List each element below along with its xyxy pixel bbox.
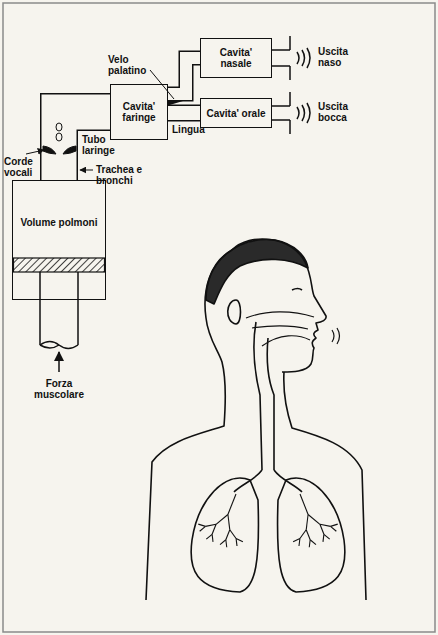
bronchus xyxy=(322,534,324,541)
bronchus xyxy=(324,534,330,539)
bronchus xyxy=(198,524,205,526)
bronchus xyxy=(308,514,320,524)
cavity-box: Cavita' orale xyxy=(200,98,272,128)
bronchus xyxy=(228,514,230,529)
bronchus xyxy=(306,514,308,529)
bronchus xyxy=(220,540,226,545)
head-illustration xyxy=(146,239,366,600)
tube-connector xyxy=(168,58,200,94)
output-label: Uscita naso xyxy=(318,46,362,68)
tube-wall xyxy=(168,58,200,94)
piston-rod xyxy=(40,272,78,349)
box-label: Volume polmoni xyxy=(20,217,97,228)
nose-exit xyxy=(272,36,310,80)
bronchus xyxy=(331,526,337,531)
bronchus xyxy=(200,526,206,531)
output-label: Uscita bocca xyxy=(318,101,362,123)
part-label: Trachea e bronchi xyxy=(96,164,148,186)
bronchus xyxy=(212,534,214,541)
velum-flap xyxy=(168,101,183,106)
part-label: Tubo laringe xyxy=(82,134,126,156)
part-label: Corde vocali xyxy=(4,156,40,178)
tube-bore xyxy=(168,58,200,94)
part-label: Lingua xyxy=(172,124,212,135)
bronchus xyxy=(206,534,212,539)
piston xyxy=(14,258,105,272)
bronchus xyxy=(320,524,324,534)
bronchus xyxy=(216,514,228,524)
leader-line xyxy=(80,170,93,171)
bronchus xyxy=(228,494,236,514)
bronchus xyxy=(300,494,308,514)
bronchus xyxy=(306,530,310,540)
force-arrow xyxy=(58,352,60,372)
bronchus xyxy=(236,538,243,541)
bronchus xyxy=(212,524,216,534)
bronchus xyxy=(205,524,216,526)
cavity-box: Cavita' faringe xyxy=(110,84,168,140)
bronchus xyxy=(320,524,331,526)
lung-volume-box: Volume polmoni xyxy=(12,180,106,300)
bronchus xyxy=(230,530,236,539)
leader-line xyxy=(26,150,44,154)
bronchus xyxy=(226,530,230,540)
page-frame xyxy=(3,3,435,632)
vocal-cords xyxy=(43,123,76,154)
part-label: Velo palatino xyxy=(108,54,152,76)
bronchus xyxy=(310,540,316,545)
tube-connector xyxy=(168,113,200,114)
tube-wall xyxy=(168,105,200,122)
bronchus xyxy=(293,538,300,541)
bronchus xyxy=(300,530,306,539)
box-label: Cavita' orale xyxy=(206,108,265,119)
bronchial-tree xyxy=(198,494,337,547)
bronchus xyxy=(331,524,338,526)
force-label: Forza muscolare xyxy=(22,378,96,400)
box-label: Cavita' nasale xyxy=(205,47,267,69)
bronchus xyxy=(225,540,227,547)
tube-bore xyxy=(168,106,200,120)
bronchus xyxy=(236,538,238,545)
cavity-box: Cavita' nasale xyxy=(200,38,272,78)
box-label: Cavita' faringe xyxy=(115,101,163,123)
mouth-exit xyxy=(272,92,310,134)
bronchus xyxy=(309,540,311,547)
